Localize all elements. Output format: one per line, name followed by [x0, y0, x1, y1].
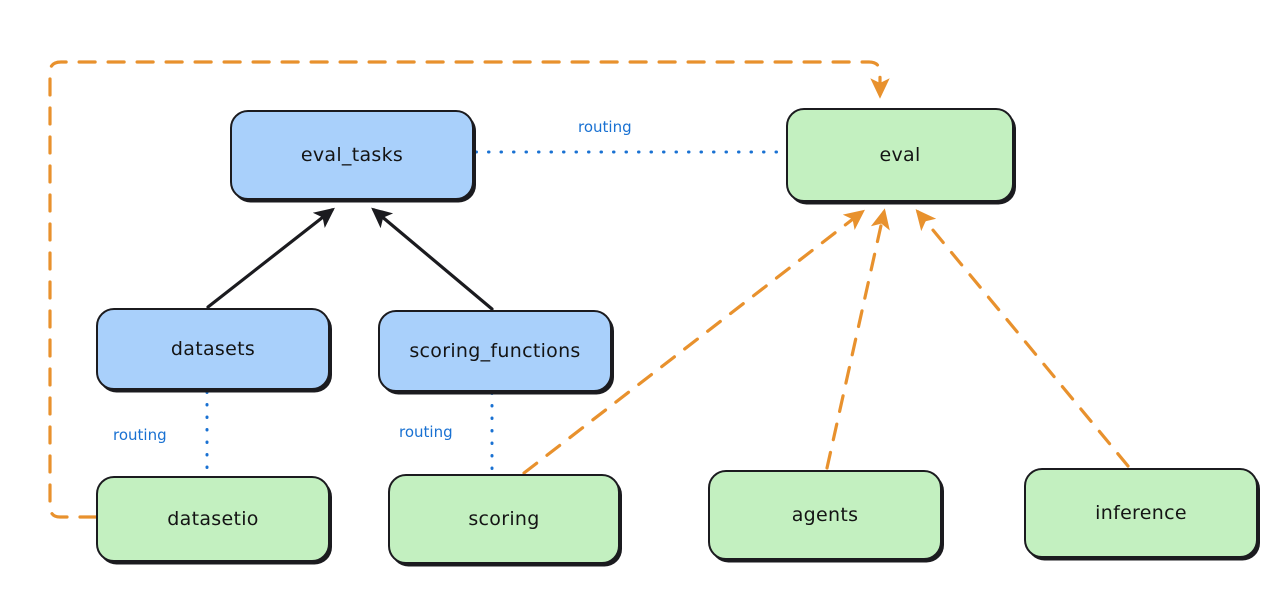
- node-inference-label: inference: [1095, 502, 1187, 524]
- node-inference[interactable]: inference: [1024, 468, 1258, 558]
- edge-label-routing-datasetio: routing: [113, 426, 167, 444]
- edge-label-routing-scoring: routing: [399, 423, 453, 441]
- edge-datasets-eval-tasks: [206, 207, 335, 309]
- node-datasetio[interactable]: datasetio: [96, 476, 330, 562]
- edge-agents-eval: [825, 208, 890, 470]
- node-datasetio-label: datasetio: [167, 508, 259, 530]
- node-agents[interactable]: agents: [708, 470, 942, 560]
- node-eval[interactable]: eval: [786, 108, 1014, 202]
- edge-label-routing-eval: routing: [578, 118, 632, 136]
- node-scoring-functions[interactable]: scoring_functions: [378, 310, 612, 392]
- node-eval-label: eval: [879, 144, 921, 166]
- node-scoring-label: scoring: [468, 508, 540, 530]
- node-datasets[interactable]: datasets: [96, 308, 330, 390]
- node-eval-tasks[interactable]: eval_tasks: [230, 110, 474, 200]
- node-datasets-label: datasets: [170, 338, 256, 360]
- node-agents-label: agents: [791, 504, 859, 526]
- node-scoring-functions-label: scoring_functions: [409, 340, 581, 362]
- edge-scoring-functions-eval-tasks: [371, 207, 494, 311]
- edge-datasetio-eval: [48, 60, 890, 519]
- edge-inference-eval: [915, 209, 1130, 468]
- edge-scoring-eval: [522, 209, 865, 475]
- node-eval-tasks-label: eval_tasks: [300, 144, 404, 166]
- node-scoring[interactable]: scoring: [388, 474, 620, 564]
